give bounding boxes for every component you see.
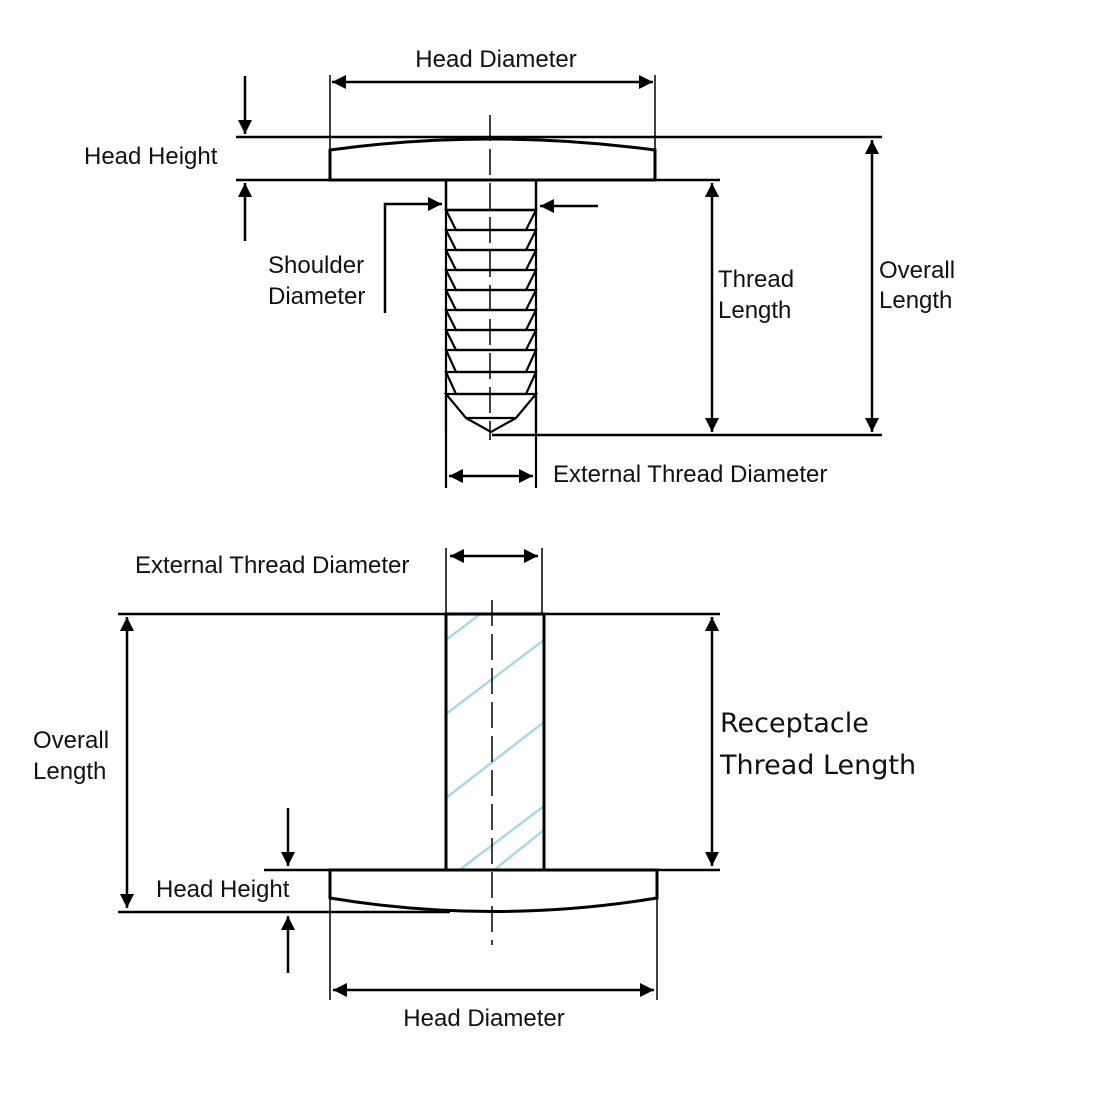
screw-external-thread-diameter-label: External Thread Diameter — [553, 461, 827, 488]
receptacle-overall-length-label-line1: Overall — [33, 727, 109, 754]
screw-shoulder-diameter-label-line1: Shoulder — [268, 252, 364, 279]
receptacle-head-diameter-dimension: Head Diameter — [333, 983, 654, 1032]
screw-shoulder — [444, 178, 538, 212]
receptacle-thread-length-dimension: Receptacle Thread Length — [705, 617, 916, 866]
receptacle-head-height-label: Head Height — [156, 876, 290, 903]
screw-overall-length-label-line1: Overall — [879, 257, 955, 284]
screw-head-height-dimension: Head Height — [84, 76, 252, 241]
receptacle-thread-length-label-line2: Thread Length — [719, 750, 916, 781]
receptacle-overall-length-dimension: Overall Length — [33, 617, 134, 908]
screw-overall-length-dimension: Overall Length — [865, 140, 955, 432]
screw-head — [328, 137, 657, 182]
receptacle-overall-length-label-line2: Length — [33, 758, 106, 785]
receptacle-drawing — [118, 548, 720, 1000]
receptacle-head-height-dimension: Head Height — [156, 808, 295, 973]
receptacle-external-thread-diameter-dimension: External Thread Diameter — [135, 549, 538, 579]
receptacle-external-thread-diameter-label: External Thread Diameter — [135, 552, 409, 579]
screw-shoulder-diameter-label-line2: Diameter — [268, 283, 365, 310]
screw-thread-length-label-line2: Length — [718, 297, 791, 324]
screw-thread — [443, 208, 539, 488]
receptacle-head — [328, 868, 659, 913]
receptacle-thread-hatching — [446, 614, 544, 870]
screw-drawing — [236, 75, 882, 488]
screw-head-height-label: Head Height — [84, 143, 218, 170]
screw-overall-length-label-line2: Length — [879, 287, 952, 314]
screw-thread-length-dimension: Thread Length — [705, 183, 794, 432]
screw-head-diameter-label: Head Diameter — [415, 46, 576, 73]
screw-head-diameter-dimension: Head Diameter — [332, 46, 653, 89]
screw-external-thread-diameter-dimension: External Thread Diameter — [449, 461, 827, 488]
screw-shoulder-diameter-dimension: Shoulder Diameter — [268, 197, 598, 313]
receptacle-thread-length-label-line1: Receptacle — [720, 708, 869, 739]
receptacle-head-diameter-label: Head Diameter — [403, 1005, 564, 1032]
screw-thread-length-label-line1: Thread — [718, 266, 794, 293]
